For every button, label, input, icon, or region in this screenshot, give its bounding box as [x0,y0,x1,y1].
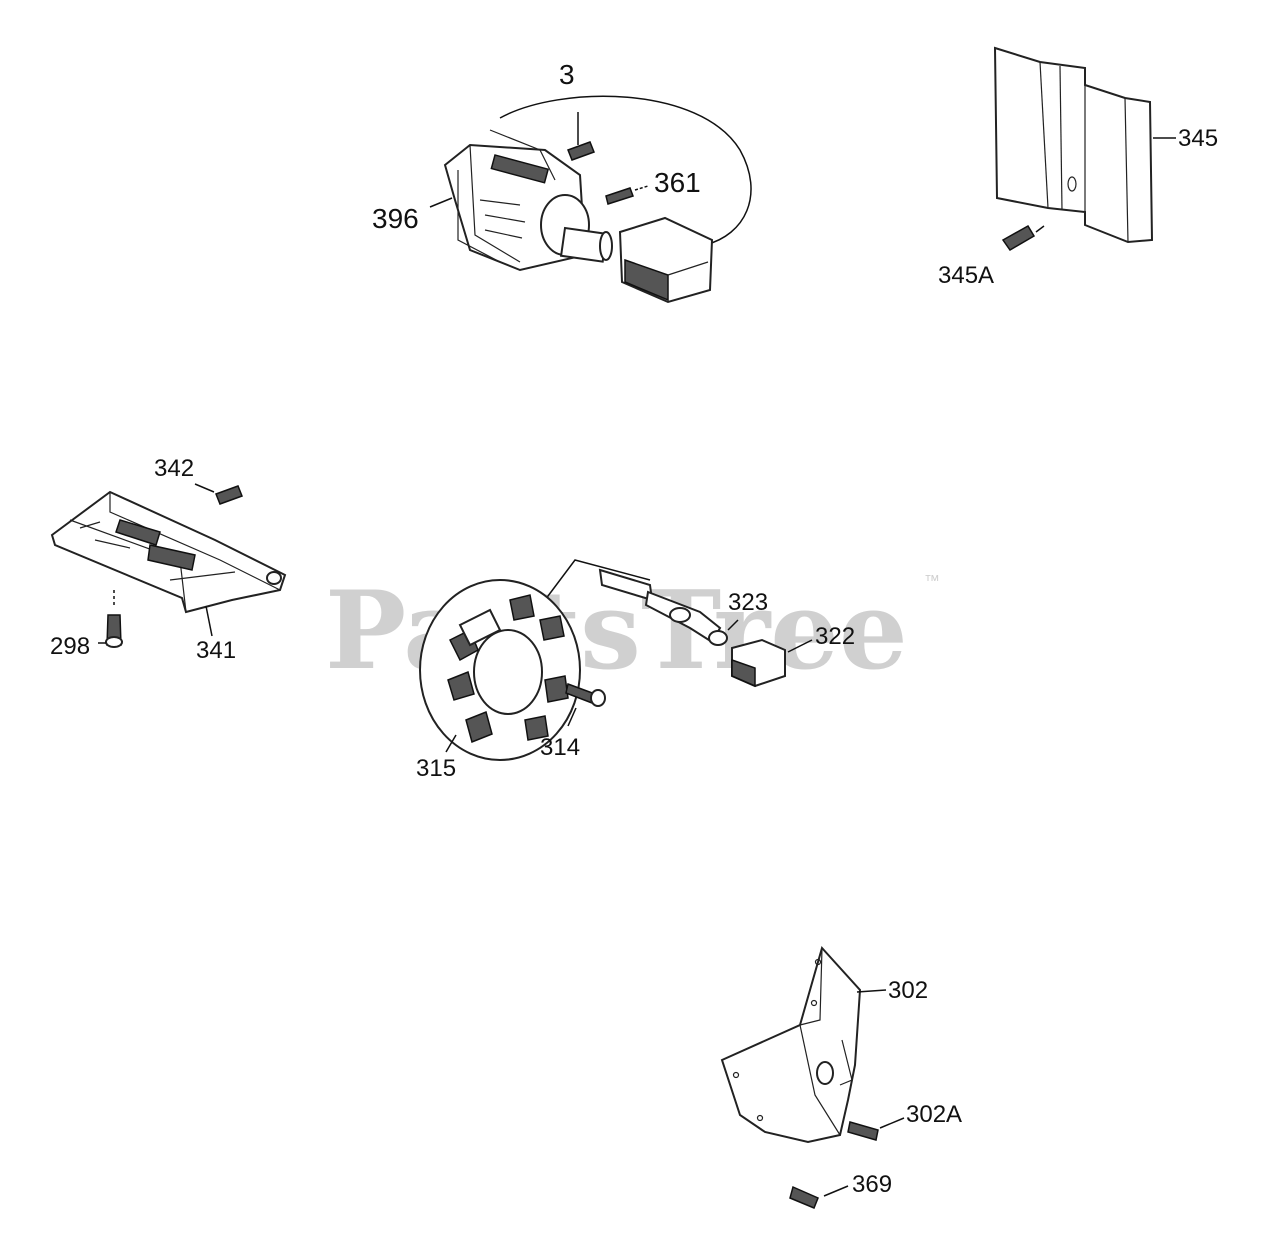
switch-assembly[interactable] [429,95,752,304]
callout-3: 3 [559,59,575,90]
callout-315: 315 [416,755,456,782]
callout-323: 323 [728,589,768,616]
bracket-part[interactable] [50,483,287,648]
callout-345: 345 [1178,125,1218,152]
callout-369: 369 [852,1171,892,1198]
callout-361: 361 [654,167,701,198]
callout-322: 322 [815,623,855,650]
callout-302A: 302A [906,1101,962,1128]
callout-396: 396 [372,203,419,234]
watermark-trademark: ™ [924,573,940,590]
callout-302: 302 [888,977,928,1004]
plate-part[interactable] [720,945,905,1209]
callout-345A: 345A [938,262,994,289]
callout-314: 314 [540,734,580,761]
callout-342: 342 [154,455,194,482]
stator-part[interactable] [419,559,813,761]
callout-341: 341 [196,637,236,664]
callout-298: 298 [50,633,90,660]
shield-part[interactable] [993,46,1176,251]
